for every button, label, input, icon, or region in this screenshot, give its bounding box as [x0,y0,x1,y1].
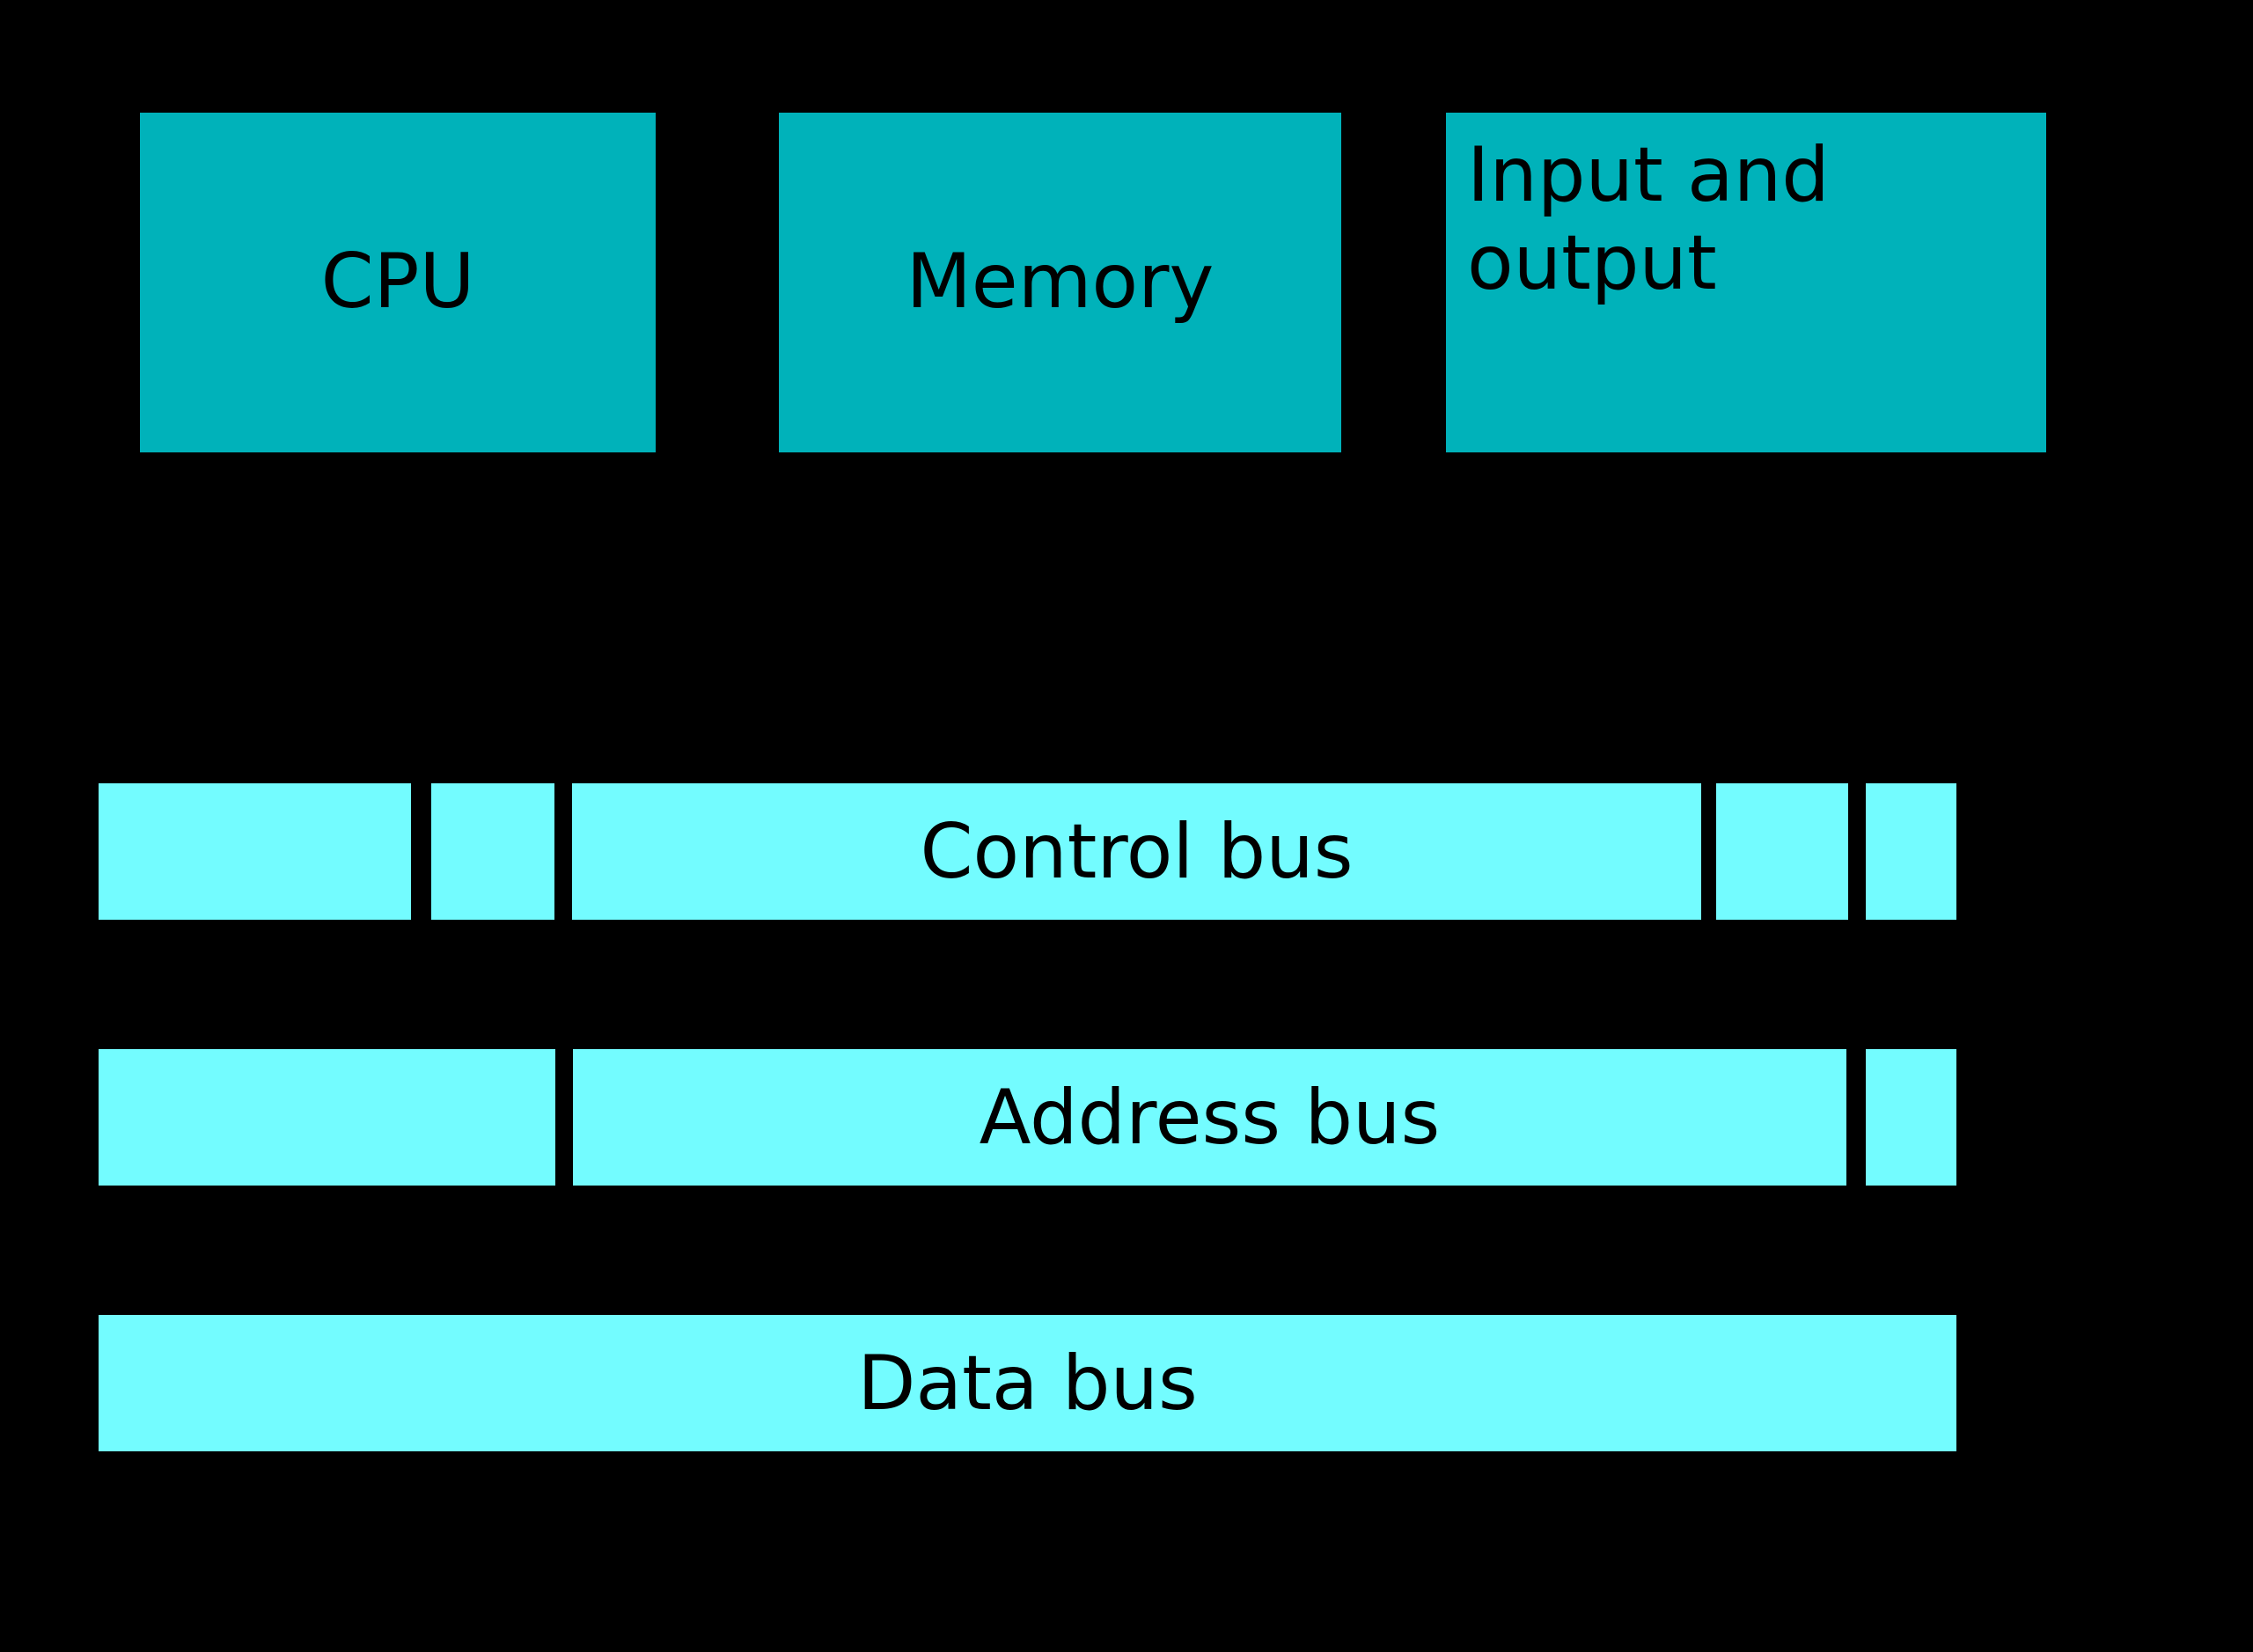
component-box-input-output[interactable]: Input and output [1446,113,2046,452]
bus-segment-control-bus-5 [1866,783,1956,920]
component-box-cpu[interactable]: CPU [140,113,656,452]
bus-segment-address-bus-2 [573,1049,1846,1186]
component-box-memory[interactable]: Memory [779,113,1341,452]
component-label-cpu: CPU [320,238,475,327]
bus-control-bus[interactable]: Control bus [0,783,2253,920]
component-label-input-output: Input and output [1467,131,1830,307]
bus-segment-data-bus-1 [99,1315,1956,1451]
bus-segment-control-bus-4 [1716,783,1848,920]
component-label-memory: Memory [906,238,1215,327]
bus-address-bus[interactable]: Address bus [0,1049,2253,1186]
bus-data-bus[interactable]: Data bus [0,1315,2253,1451]
bus-segment-control-bus-1 [99,783,411,920]
bus-segment-address-bus-3 [1866,1049,1956,1186]
bus-segment-control-bus-3 [572,783,1701,920]
bus-segment-control-bus-2 [431,783,554,920]
bus-segment-address-bus-1 [99,1049,555,1186]
